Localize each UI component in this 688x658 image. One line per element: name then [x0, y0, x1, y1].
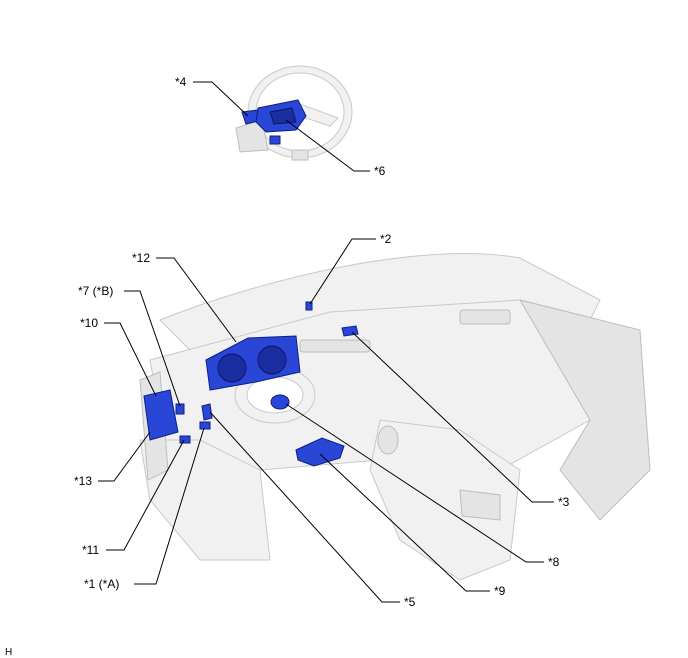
highlighted-components	[143, 301, 359, 467]
part-1	[199, 421, 211, 430]
leader-2	[309, 238, 376, 305]
leader-10	[104, 322, 157, 397]
leader-13	[98, 431, 151, 482]
junction-block-part	[143, 389, 179, 441]
callout-5: *5	[404, 595, 416, 609]
leader-11	[106, 439, 185, 551]
callout-2: *2	[380, 232, 392, 246]
part-5	[201, 403, 213, 421]
callout-1: *1 (*A)	[84, 577, 119, 591]
leader-8	[285, 403, 544, 563]
airbag-ecu-part	[295, 437, 345, 467]
callout-10: *10	[80, 316, 98, 330]
dashboard-illustration	[139, 253, 651, 581]
leader-4	[193, 81, 249, 117]
leader-3	[351, 331, 554, 503]
callout-3: *3	[558, 495, 570, 509]
leader-7	[124, 290, 181, 407]
spiral-cable-part	[270, 394, 290, 410]
callout-9: *9	[494, 584, 506, 598]
leader-6	[285, 119, 370, 172]
leader-lines	[98, 81, 554, 603]
leader-9	[319, 453, 490, 592]
callout-13: *13	[74, 474, 92, 488]
leader-5	[209, 411, 400, 603]
sensor-part-2	[305, 301, 313, 311]
callout-6: *6	[374, 164, 386, 178]
callout-7: *7 (*B)	[78, 284, 113, 298]
callout-8: *8	[548, 555, 560, 569]
part-3	[341, 325, 359, 337]
callout-4: *4	[175, 75, 187, 89]
callout-labels: *4 *6 *2 *12 *7 (*B) *10 *13 *11 *1 (*A)…	[74, 75, 570, 609]
figure-mark: H	[5, 647, 12, 658]
callout-12: *12	[132, 251, 150, 265]
callout-11: *11	[82, 543, 99, 557]
leader-1	[134, 427, 205, 585]
leader-12	[156, 257, 237, 343]
combination-switch-assembly	[241, 99, 307, 145]
part-11	[179, 435, 191, 444]
part-7	[175, 403, 185, 415]
